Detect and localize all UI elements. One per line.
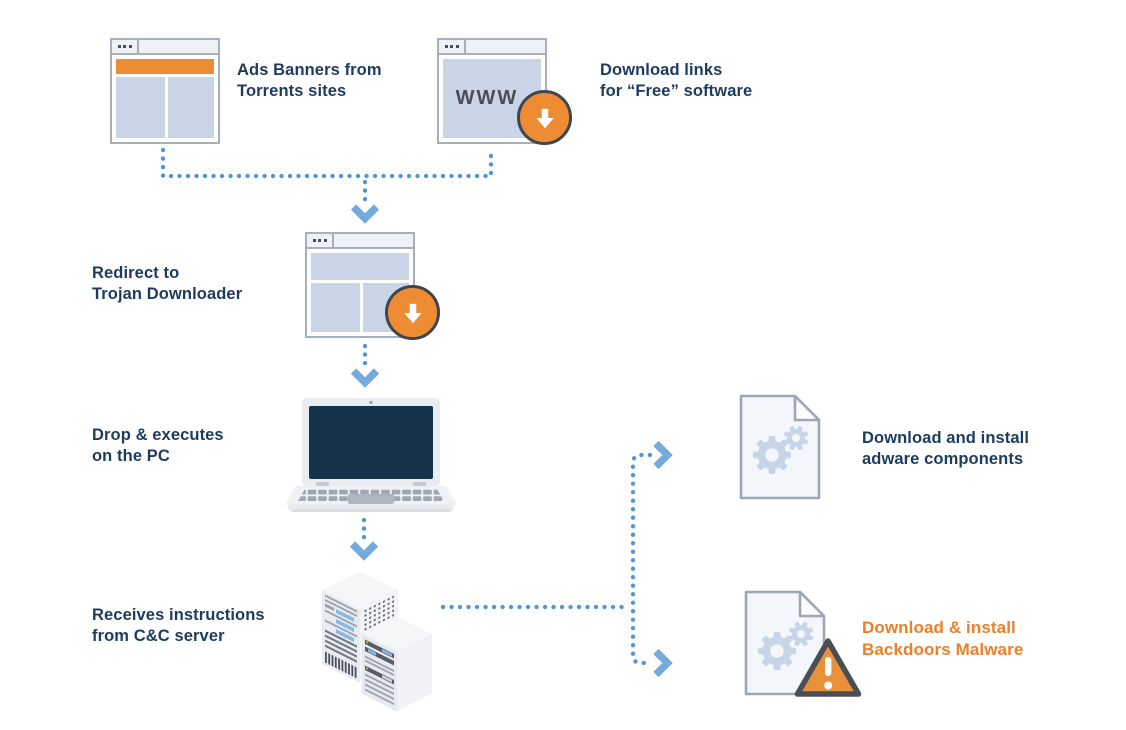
trojan-label: Redirect to Trojan Downloader (92, 264, 243, 303)
browser-titlebar (439, 40, 545, 55)
down-arrow-icon (403, 303, 422, 323)
gears-icon (758, 621, 814, 670)
arrowhead-to-trojan-icon (350, 204, 380, 224)
www-text: WWW (455, 86, 519, 109)
browser-content (112, 55, 218, 142)
laptop-icon (286, 398, 456, 512)
warning-triangle-icon (794, 638, 862, 697)
connector-sources-merge (160, 147, 494, 179)
ad-banner-strip (116, 59, 214, 74)
adware-document-icon (739, 394, 821, 500)
ads-browser-icon (110, 38, 220, 144)
ads-label: Ads Banners from Torrents sites (237, 61, 382, 100)
backdoor-label: Download & install Backdoors Malware (862, 618, 1024, 659)
window-dots-icon (439, 40, 466, 53)
browser-titlebar (112, 40, 218, 55)
server-label: Receives instructions from C&C server (92, 606, 265, 645)
window-dots-icon (307, 234, 334, 247)
download-badge-icon (517, 90, 572, 145)
download-badge-icon (385, 285, 440, 340)
window-dots-icon (112, 40, 139, 53)
adware-label: Download and install adware components (862, 429, 1030, 468)
freeware-label: Download links for “Free” software (600, 61, 753, 100)
arrowhead-to-backdoor-icon (653, 648, 673, 678)
gears-icon (753, 425, 809, 474)
connector-branch-vertical (630, 452, 653, 666)
page-header-strip (311, 253, 409, 280)
arrowhead-to-adware-icon (653, 440, 673, 470)
pc-label: Drop & executes on the PC (92, 426, 224, 465)
browser-titlebar (307, 234, 413, 249)
arrowhead-to-pc-icon (350, 368, 380, 388)
down-arrow-icon (535, 108, 554, 128)
arrowhead-to-server-icon (349, 541, 379, 561)
backdoor-document-icon (744, 590, 862, 697)
server-icon (322, 572, 432, 712)
